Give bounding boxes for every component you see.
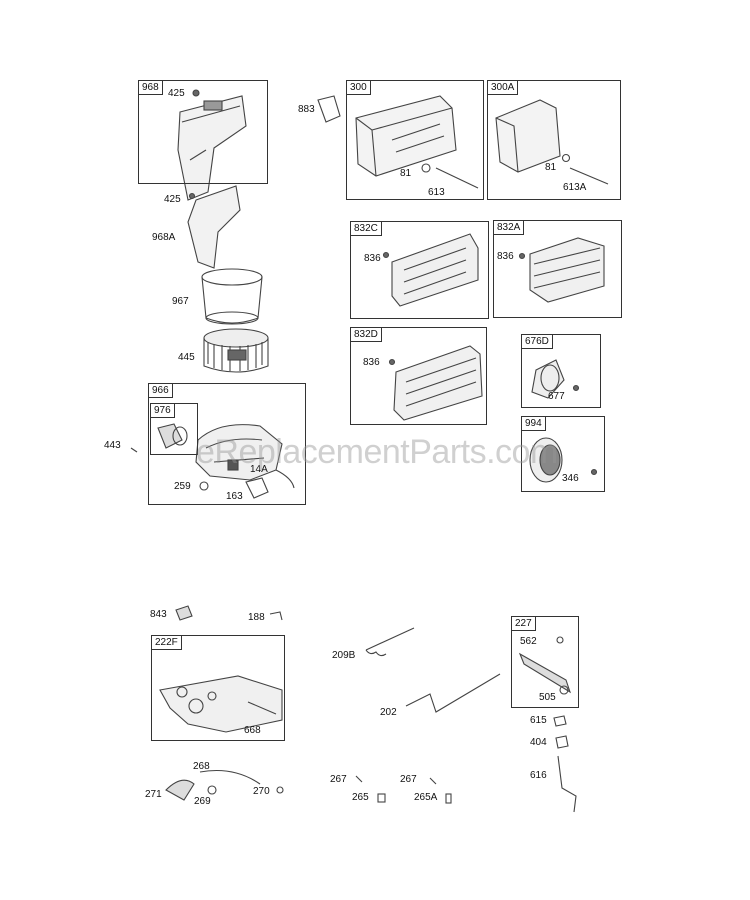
part-404-drawing bbox=[555, 735, 569, 749]
box-222F-tag: 222F bbox=[151, 635, 182, 650]
label-968A: 968A bbox=[152, 232, 176, 243]
label-843: 843 bbox=[150, 609, 167, 620]
part-188-drawing bbox=[269, 611, 283, 621]
label-562: 562 bbox=[520, 636, 537, 647]
label-265: 265 bbox=[352, 792, 369, 803]
box-966-tag: 966 bbox=[148, 383, 173, 398]
label-668: 668 bbox=[244, 725, 261, 736]
label-613A: 613A bbox=[563, 182, 587, 193]
box-832A: 832A bbox=[493, 220, 622, 318]
label-613: 613 bbox=[428, 187, 445, 198]
filter-cartridge-drawing bbox=[203, 328, 269, 373]
part-265a-drawing bbox=[445, 793, 452, 804]
label-163: 163 bbox=[226, 491, 243, 502]
label-259: 259 bbox=[174, 481, 191, 492]
box-976: 976 bbox=[150, 403, 198, 455]
label-265A: 265A bbox=[414, 792, 438, 803]
box-994-tag: 994 bbox=[521, 416, 546, 431]
box-832D-tag: 832D bbox=[350, 327, 382, 342]
label-271: 271 bbox=[145, 789, 162, 800]
box-300A-tag: 300A bbox=[487, 80, 519, 95]
box-676D-tag: 676D bbox=[521, 334, 553, 349]
part-615-drawing bbox=[553, 715, 567, 727]
muffler-guard-c-drawing bbox=[382, 233, 479, 307]
label-677: 677 bbox=[548, 391, 565, 402]
air-cleaner-base-drawing bbox=[130, 423, 295, 499]
muffler-guard-d-drawing bbox=[388, 345, 483, 421]
label-425-top: 425 bbox=[168, 88, 185, 99]
inner-cover-drawing bbox=[187, 185, 241, 269]
gasket-drawing bbox=[317, 95, 341, 123]
label-445: 445 bbox=[178, 352, 195, 363]
box-976-tag: 976 bbox=[150, 403, 175, 418]
muffler-drawing bbox=[355, 95, 479, 189]
box-968-tag: 968 bbox=[138, 80, 163, 95]
box-994: 994 bbox=[521, 416, 605, 492]
box-222F: 222F bbox=[151, 635, 285, 741]
deflector-drawing bbox=[531, 359, 580, 399]
box-968: 968 bbox=[138, 80, 268, 184]
label-209B: 209B bbox=[332, 650, 356, 661]
throttle-lever-drawing bbox=[165, 769, 284, 801]
label-883: 883 bbox=[298, 104, 315, 115]
box-227: 227 bbox=[511, 616, 579, 708]
box-832D: 832D bbox=[350, 327, 487, 425]
governor-shaft-drawing bbox=[557, 755, 577, 813]
label-268: 268 bbox=[193, 761, 210, 772]
part-267b-drawing bbox=[429, 777, 437, 785]
label-967: 967 bbox=[172, 296, 189, 307]
control-bracket-drawing bbox=[159, 675, 283, 733]
box-300-tag: 300 bbox=[346, 80, 371, 95]
label-267: 267 bbox=[330, 774, 347, 785]
label-616: 616 bbox=[530, 770, 547, 781]
governor-lever-drawing bbox=[518, 636, 571, 695]
label-270: 270 bbox=[253, 786, 270, 797]
box-832C-tag: 832C bbox=[350, 221, 382, 236]
spark-arrester-drawing bbox=[529, 437, 598, 483]
label-615: 615 bbox=[530, 715, 547, 726]
label-836-d: 836 bbox=[363, 357, 380, 368]
air-cleaner-cover-drawing bbox=[177, 89, 247, 201]
box-227-tag: 227 bbox=[511, 616, 536, 631]
label-269: 269 bbox=[194, 796, 211, 807]
part-267a-drawing bbox=[355, 775, 363, 783]
label-404: 404 bbox=[530, 737, 547, 748]
label-836-c: 836 bbox=[364, 253, 381, 264]
muffler-guard-a-drawing bbox=[518, 237, 605, 303]
box-300: 300 bbox=[346, 80, 484, 200]
label-443: 443 bbox=[104, 440, 121, 451]
label-505: 505 bbox=[539, 692, 556, 703]
part-265-drawing bbox=[377, 793, 386, 803]
box-676D: 676D bbox=[521, 334, 601, 408]
label-836-a: 836 bbox=[497, 251, 514, 262]
box-832A-tag: 832A bbox=[493, 220, 525, 235]
box-832C: 832C bbox=[350, 221, 489, 319]
label-202: 202 bbox=[380, 707, 397, 718]
label-81: 81 bbox=[400, 168, 412, 179]
label-14A: 14A bbox=[250, 464, 268, 475]
box-300A: 300A bbox=[487, 80, 621, 200]
governor-link-drawing bbox=[365, 627, 501, 713]
label-346: 346 bbox=[562, 473, 579, 484]
label-425: 425 bbox=[164, 194, 181, 205]
box-966: 966 bbox=[148, 383, 306, 505]
label-188: 188 bbox=[248, 612, 265, 623]
watermark: eReplacementParts.com bbox=[196, 433, 558, 471]
pre-cleaner-drawing bbox=[201, 268, 263, 325]
label-267-b: 267 bbox=[400, 774, 417, 785]
part-843-drawing bbox=[175, 605, 193, 621]
muffler-a-drawing bbox=[495, 99, 609, 185]
label-81-a: 81 bbox=[545, 162, 557, 173]
